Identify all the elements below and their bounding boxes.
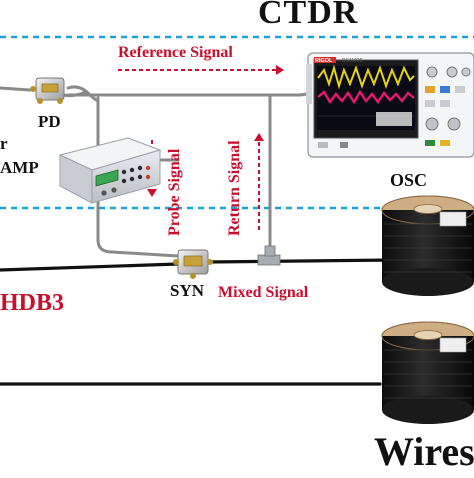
diagram-title: CTDR (258, 0, 359, 31)
osc-model-text: DS1102E (342, 58, 364, 64)
syn-label: SYN (170, 281, 205, 300)
return-signal-label: Return Signal (226, 140, 243, 236)
cable-reel-top (381, 195, 474, 296)
oscilloscope (306, 52, 474, 158)
t-junction (257, 245, 281, 266)
reference-arrow (118, 65, 284, 75)
return-arrow (254, 133, 264, 230)
osc-brand-text: RIGOL (315, 58, 333, 64)
amp-instrument (58, 137, 162, 204)
hdb3-label: HDB3 (0, 290, 65, 316)
osc-label: OSC (390, 170, 428, 190)
pd-label: PD (38, 112, 61, 131)
amp-label: AMP (0, 158, 39, 177)
syn-component (173, 249, 213, 279)
pd-component (30, 77, 65, 104)
amp-prefix-label: r (0, 134, 8, 153)
cable-reel-bottom (381, 321, 474, 424)
wires-label: Wires (374, 429, 474, 474)
probe-signal-label: Probe Signal (166, 148, 183, 236)
reference-signal-label: Reference Signal (118, 44, 233, 61)
main-lines (0, 258, 392, 386)
osc-knobs (425, 66, 471, 146)
mixed-signal-label: Mixed Signal (218, 284, 309, 301)
